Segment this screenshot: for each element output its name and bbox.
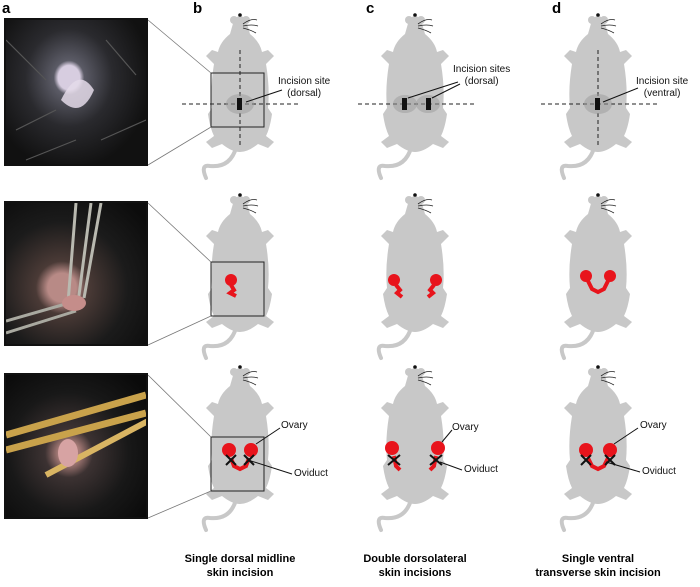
label-oviduct-b: Oviduct xyxy=(294,468,328,479)
label-incision-c-line2: (dorsal) xyxy=(464,76,499,87)
label-ovary-d: Ovary xyxy=(640,420,667,431)
panel-letter-d: d xyxy=(552,0,562,17)
label-incision-c-line1: Incision sites xyxy=(453,64,511,75)
caption-b-line2: skin incision xyxy=(206,567,274,579)
pointer-arrows-row3 xyxy=(247,427,641,475)
organs-d2 xyxy=(580,270,616,295)
zoom-box-b1 xyxy=(210,72,265,128)
connector-lines xyxy=(147,19,212,519)
caption-d-line1: Single ventral xyxy=(561,553,635,565)
panel-letter-a: a xyxy=(2,0,11,17)
incision-mark-b xyxy=(237,98,242,110)
panel-letter-c: c xyxy=(366,0,375,17)
label-incision-b-line2: (dorsal) xyxy=(287,88,322,99)
caption-b-line1: Single dorsal midline xyxy=(184,553,296,565)
panel-letter-b: b xyxy=(193,0,203,17)
caption-c-line2: skin incisions xyxy=(378,567,452,579)
incision-mark-d xyxy=(595,98,600,110)
caption-d-line2: transverse skin incision xyxy=(535,567,661,579)
photo-ovary-forceps xyxy=(6,203,103,335)
label-incision-c: Incision sites (dorsal) xyxy=(453,64,510,88)
organs-d3 xyxy=(579,443,617,472)
label-incision-d: Incision site (ventral) xyxy=(636,76,688,100)
mouse-d2 xyxy=(559,191,634,360)
incision-mark-c-left xyxy=(402,98,407,110)
label-incision-d-line2: (ventral) xyxy=(643,88,681,99)
pointer-arrows-row1 xyxy=(245,81,639,103)
organs-b2 xyxy=(225,274,237,298)
caption-d: Single ventral transverse skin incision xyxy=(508,552,688,580)
organs-c3 xyxy=(385,441,445,472)
mouse-d3 xyxy=(559,363,634,532)
photo-ovary-forceps-gold xyxy=(4,373,148,519)
zoom-box-b2 xyxy=(210,261,265,317)
zoom-box-b3 xyxy=(210,436,265,492)
caption-c: Double dorsolateral skin incisions xyxy=(325,552,505,580)
photo-ovary-exposure xyxy=(4,201,148,346)
photo-gold-forceps xyxy=(6,391,146,478)
photo-incision-texture xyxy=(6,39,146,161)
organs-c2 xyxy=(388,274,442,299)
label-ovary-c: Ovary xyxy=(452,422,479,433)
label-incision-d-line1: Incision site xyxy=(636,76,689,87)
photo-incision xyxy=(4,18,148,166)
organs-b3 xyxy=(222,443,258,472)
caption-c-line1: Double dorsolateral xyxy=(363,553,467,565)
label-oviduct-c: Oviduct xyxy=(464,464,498,475)
mouse-b3 xyxy=(201,363,276,532)
label-incision-b-line1: Incision site xyxy=(278,76,331,87)
label-ovary-b: Ovary xyxy=(281,420,308,431)
label-oviduct-d: Oviduct xyxy=(642,466,676,477)
caption-b: Single dorsal midline skin incision xyxy=(150,552,330,580)
mouse-b2 xyxy=(201,191,276,360)
incision-mark-c-right xyxy=(426,98,431,110)
label-incision-b: Incision site (dorsal) xyxy=(278,76,330,100)
